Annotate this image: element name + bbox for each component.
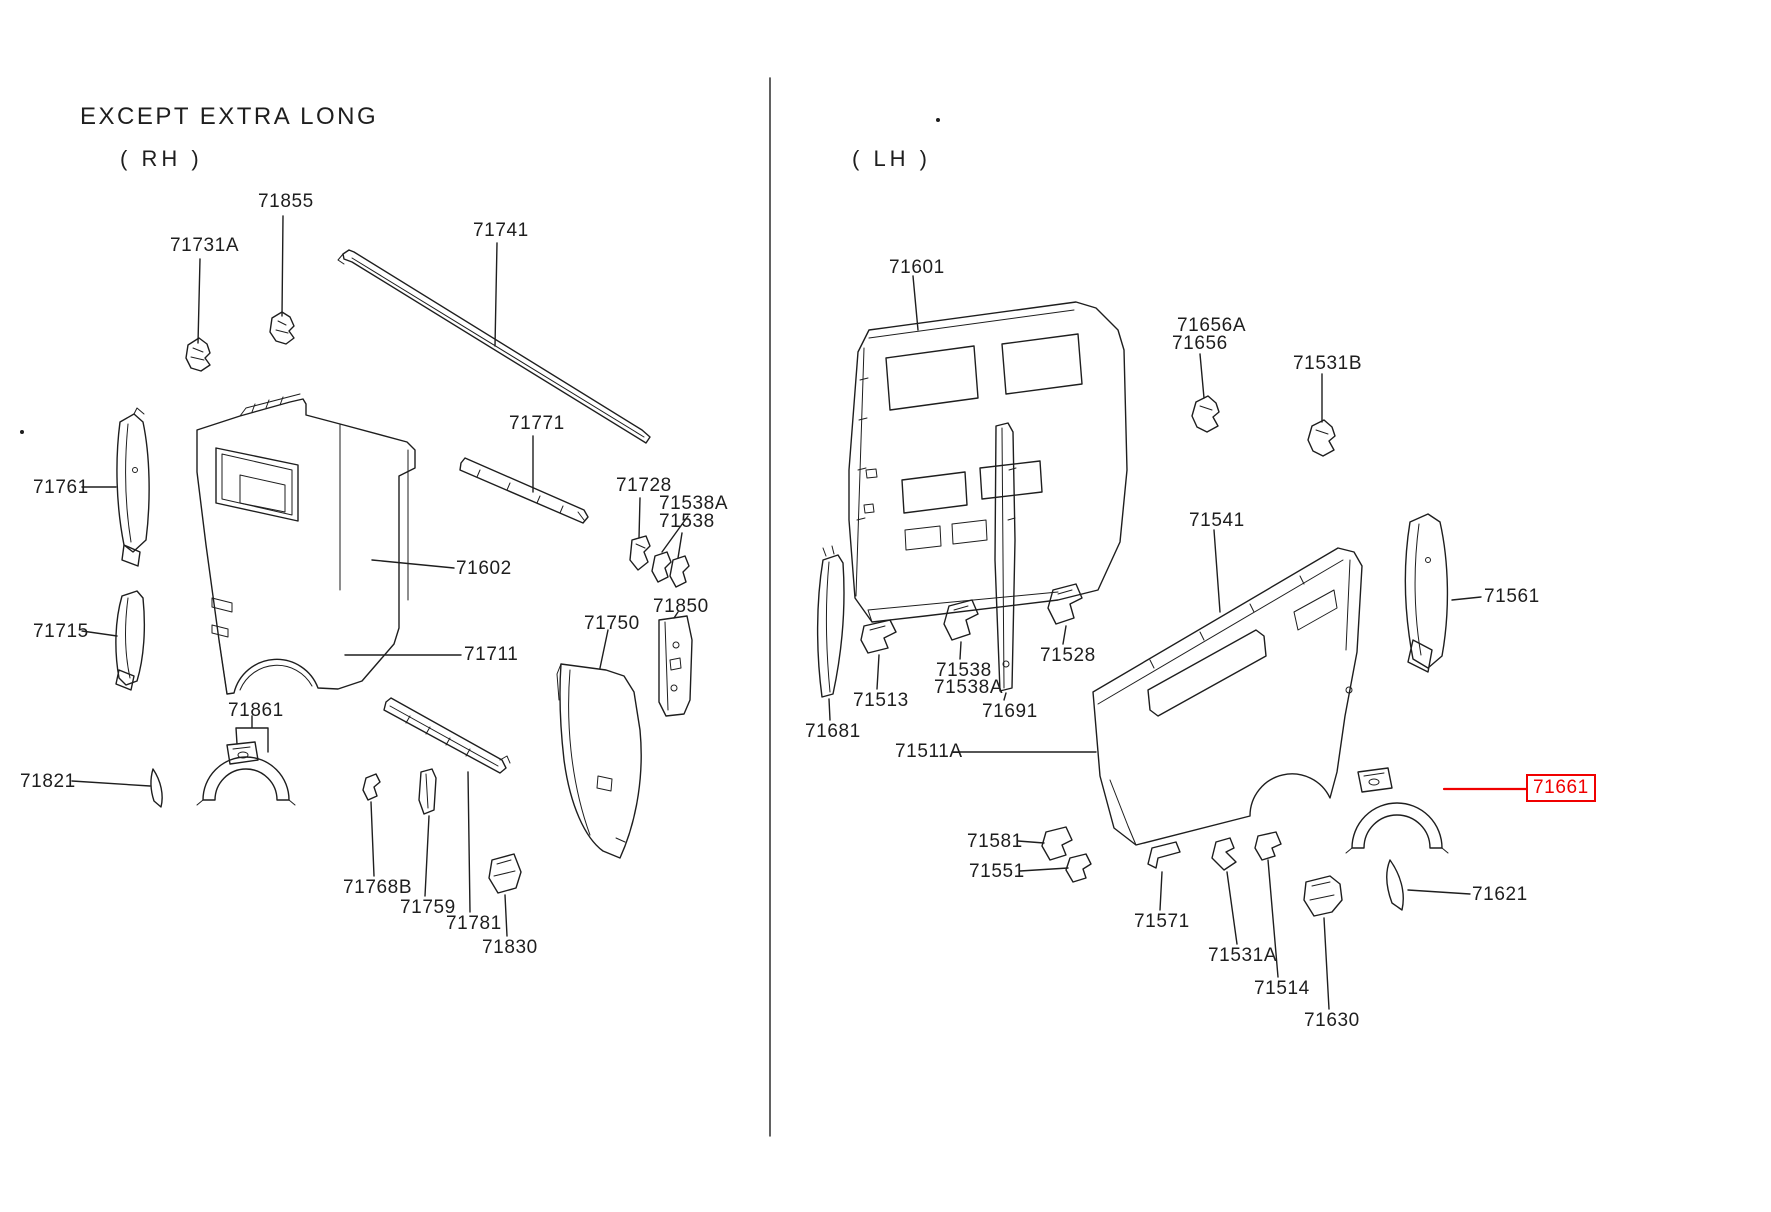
drawing-71514-clip [1254,831,1282,861]
section-label-rh: ( RH ) [120,146,203,171]
drawing-71661-wheelhouse [1345,767,1449,854]
part-label-71715: 71715 [33,621,89,642]
reference-dots [20,118,940,434]
part-label-71830: 71830 [482,937,538,958]
part-label-71538-left: 71538 [659,511,715,532]
drawing-71531B-clip [1307,419,1336,457]
drawing-71821-strip [150,768,163,808]
drawing-71781-sill [383,697,511,774]
drawing-71850-bracket [658,615,693,717]
part-label-71855: 71855 [258,191,314,212]
section-label-lh: ( LH ) [852,146,931,171]
drawing-71761-pillar [116,407,150,567]
part-label-71551: 71551 [969,861,1025,882]
part-label-71538A-left: 71538A [659,493,729,514]
part-label-71561: 71561 [1484,586,1540,607]
page-title: EXCEPT EXTRA LONG [80,103,379,130]
part-label-71511A: 71511A [895,741,963,762]
part-label-71741: 71741 [473,220,529,241]
drawing-71750-quarter-panel [556,663,642,859]
drawing-71656-clip [1191,395,1220,433]
drawing-71830-bracket [488,853,522,894]
drawing-71861-wheelhouse [196,741,296,806]
drawing-71513-clip [860,619,897,654]
drawing-71771-rail [459,457,589,524]
part-label-71630: 71630 [1304,1010,1360,1031]
part-label-71771: 71771 [509,413,565,434]
drawing-71581-clip [1041,826,1073,861]
part-label-71513: 71513 [853,690,909,711]
drawing-71731A-clip [185,337,211,372]
part-label-71681: 71681 [805,721,861,742]
part-label-71541: 71541 [1189,510,1245,531]
part-label-71656A: 71656A [1177,315,1247,336]
drawing-71531A-clip [1211,837,1237,871]
part-label-71781: 71781 [446,913,502,934]
drawing-71561-pillar [1404,513,1449,673]
part-label-71768B: 71768B [343,877,413,898]
part-label-71531A: 71531A [1208,945,1278,966]
part-label-71601: 71601 [889,257,945,278]
drawing-71741-rail [337,249,651,444]
drawing-71630-bracket [1303,875,1343,917]
leader-lines [71,215,1482,1010]
drawing-71621-strip [1386,859,1404,911]
part-label-71750: 71750 [584,613,640,634]
part-label-71691: 71691 [982,701,1038,722]
part-label-71514: 71514 [1254,978,1310,999]
drawing-71538-clip-right [943,599,979,641]
part-label-71538A-right: 71538A [934,677,1004,698]
drawing-71528-clip [1047,583,1083,625]
drawing-71691-strip [994,422,1017,692]
drawing-71681-pillar [816,545,845,698]
drawing-71538A-clip-left [651,551,672,583]
part-label-71602: 71602 [456,558,512,579]
drawing-71551-clip [1065,853,1092,883]
part-label-71661-highlighted[interactable]: 71661 [1526,774,1596,802]
part-label-71656: 71656 [1172,333,1228,354]
drawing-71768B-clip [362,773,381,801]
drawing-71602-side-panel [196,393,416,695]
part-label-71861: 71861 [228,700,284,721]
part-label-71761: 71761 [33,477,89,498]
part-label-71821: 71821 [20,771,76,792]
part-label-71850: 71850 [653,596,709,617]
drawing-71571-clip [1147,841,1181,869]
part-label-71711: 71711 [464,644,519,665]
drawing-71601-side-panel [848,301,1128,623]
part-label-71728: 71728 [616,475,672,496]
part-label-71731A: 71731A [170,235,240,256]
drawing-71855-clip [269,311,295,345]
drawing-71538-clip-left [669,555,690,588]
part-label-71528: 71528 [1040,645,1096,666]
part-label-71759: 71759 [400,897,456,918]
drawing-71759-bracket [418,768,437,815]
part-label-71531B: 71531B [1293,353,1363,374]
drawing-71728-clip [629,535,651,571]
part-label-71538-right: 71538 [936,660,992,681]
part-label-71621: 71621 [1472,884,1528,905]
drawing-71541-side-panel [1092,547,1363,846]
part-label-71581: 71581 [967,831,1023,852]
part-label-71571: 71571 [1134,911,1190,932]
drawing-71715-pillar [115,590,146,691]
